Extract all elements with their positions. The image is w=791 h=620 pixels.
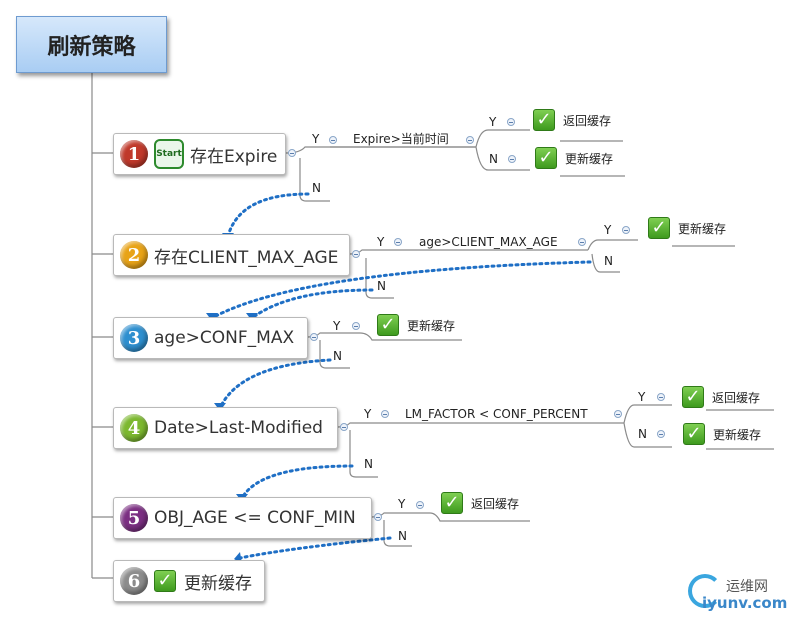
topic-label-6: 更新缓存 — [184, 573, 252, 594]
number-6-badge: 6 — [120, 567, 148, 595]
collapse-icon[interactable] — [578, 238, 586, 246]
leaf-label: 更新缓存 — [678, 221, 727, 236]
start-icon: Start — [154, 139, 184, 169]
branch-n-label: N — [312, 181, 321, 195]
condition-label-2: age>CLIENT_MAX_AGE — [419, 235, 558, 249]
collapse-icon[interactable] — [657, 430, 665, 438]
checkmark-icon: ✓ — [377, 314, 399, 336]
branch-y-label: Y — [333, 319, 341, 333]
checkmark-icon: ✓ — [535, 147, 557, 169]
collapse-icon[interactable] — [614, 410, 622, 418]
checkmark-icon: ✓ — [441, 492, 463, 514]
root-topic[interactable]: 刷新策略 — [16, 16, 167, 73]
leaf-return-cache[interactable]: ✓ 返回缓存 — [441, 492, 519, 514]
watermark-line1: 运维网 — [726, 579, 768, 595]
branch-y-label: Y — [489, 115, 497, 129]
collapse-icon[interactable] — [374, 513, 382, 521]
topic-node-4[interactable]: 4 Date>Last-Modified — [113, 407, 338, 449]
branch-y-label: Y — [364, 407, 372, 421]
number-2-badge: 2 — [120, 241, 148, 269]
number-3-badge: 3 — [120, 324, 148, 352]
topic-label-5: OBJ_AGE <= CONF_MIN — [154, 508, 356, 528]
number-1-badge: 1 — [120, 140, 148, 168]
leaf-label: 更新缓存 — [713, 427, 762, 442]
branch-n-label: N — [398, 529, 407, 543]
collapse-icon[interactable] — [310, 333, 318, 341]
watermark-logo: 运维网 iyunv.com — [688, 574, 788, 614]
logo-ring-icon — [688, 574, 722, 608]
collapse-icon[interactable] — [394, 238, 402, 246]
collapse-icon[interactable] — [352, 250, 360, 258]
branch-n-label: N — [604, 254, 613, 268]
branch-y-label: Y — [604, 223, 612, 237]
branch-n-label: N — [638, 427, 647, 441]
branch-y-label: Y — [312, 132, 320, 146]
leaf-update-cache[interactable]: ✓ 更新缓存 — [648, 217, 726, 239]
branch-n-label: N — [333, 349, 342, 363]
leaf-return-cache[interactable]: ✓ 返回缓存 — [533, 109, 611, 131]
topic-label-4: Date>Last-Modified — [154, 418, 323, 438]
leaf-update-cache[interactable]: ✓ 更新缓存 — [377, 314, 455, 336]
checkmark-icon: ✓ — [648, 217, 670, 239]
topic-node-5[interactable]: 5 OBJ_AGE <= CONF_MIN — [113, 497, 372, 539]
collapse-icon[interactable] — [508, 155, 516, 163]
root-title: 刷新策略 — [47, 34, 136, 60]
leaf-update-cache[interactable]: ✓ 更新缓存 — [683, 423, 761, 445]
leaf-label: 返回缓存 — [563, 113, 612, 128]
collapse-icon[interactable] — [352, 322, 360, 330]
collapse-icon[interactable] — [507, 118, 515, 126]
branch-n-label: N — [364, 457, 373, 471]
collapse-icon[interactable] — [288, 149, 296, 157]
leaf-label: 返回缓存 — [712, 390, 761, 405]
topic-label-2: 存在CLIENT_MAX_AGE — [154, 247, 339, 268]
branch-y-label: Y — [398, 497, 406, 511]
checkmark-icon: ✓ — [154, 570, 176, 592]
branch-y-label: Y — [638, 390, 646, 404]
topic-label-3: age>CONF_MAX — [154, 328, 295, 348]
branch-y-label: Y — [377, 235, 385, 249]
watermark-line2: iyunv.com — [702, 594, 788, 612]
collapse-icon[interactable] — [381, 410, 389, 418]
leaf-label: 更新缓存 — [565, 151, 614, 166]
topic-node-2[interactable]: 2 存在CLIENT_MAX_AGE — [113, 234, 350, 276]
condition-label-4: LM_FACTOR < CONF_PERCENT — [405, 407, 588, 421]
collapse-icon[interactable] — [329, 136, 337, 144]
collapse-icon[interactable] — [466, 136, 474, 144]
leaf-return-cache[interactable]: ✓ 返回缓存 — [682, 386, 760, 408]
collapse-icon[interactable] — [657, 393, 665, 401]
checkmark-icon: ✓ — [533, 109, 555, 131]
branch-n-label: N — [489, 152, 498, 166]
number-5-badge: 5 — [120, 504, 148, 532]
topic-node-3[interactable]: 3 age>CONF_MAX — [113, 317, 308, 359]
leaf-update-cache[interactable]: ✓ 更新缓存 — [535, 147, 613, 169]
number-4-badge: 4 — [120, 414, 148, 442]
checkmark-icon: ✓ — [682, 386, 704, 408]
checkmark-icon: ✓ — [683, 423, 705, 445]
topic-node-6[interactable]: 6 ✓ 更新缓存 — [113, 560, 265, 602]
branch-n-label: N — [377, 279, 386, 293]
leaf-label: 更新缓存 — [407, 318, 456, 333]
leaf-label: 返回缓存 — [471, 496, 520, 511]
topic-node-1[interactable]: 1 Start 存在Expire — [113, 133, 286, 175]
condition-label-1: Expire>当前时间 — [353, 132, 449, 146]
collapse-icon[interactable] — [622, 226, 630, 234]
topic-label-1: 存在Expire — [190, 146, 278, 167]
collapse-icon[interactable] — [416, 501, 424, 509]
collapse-icon[interactable] — [340, 423, 348, 431]
